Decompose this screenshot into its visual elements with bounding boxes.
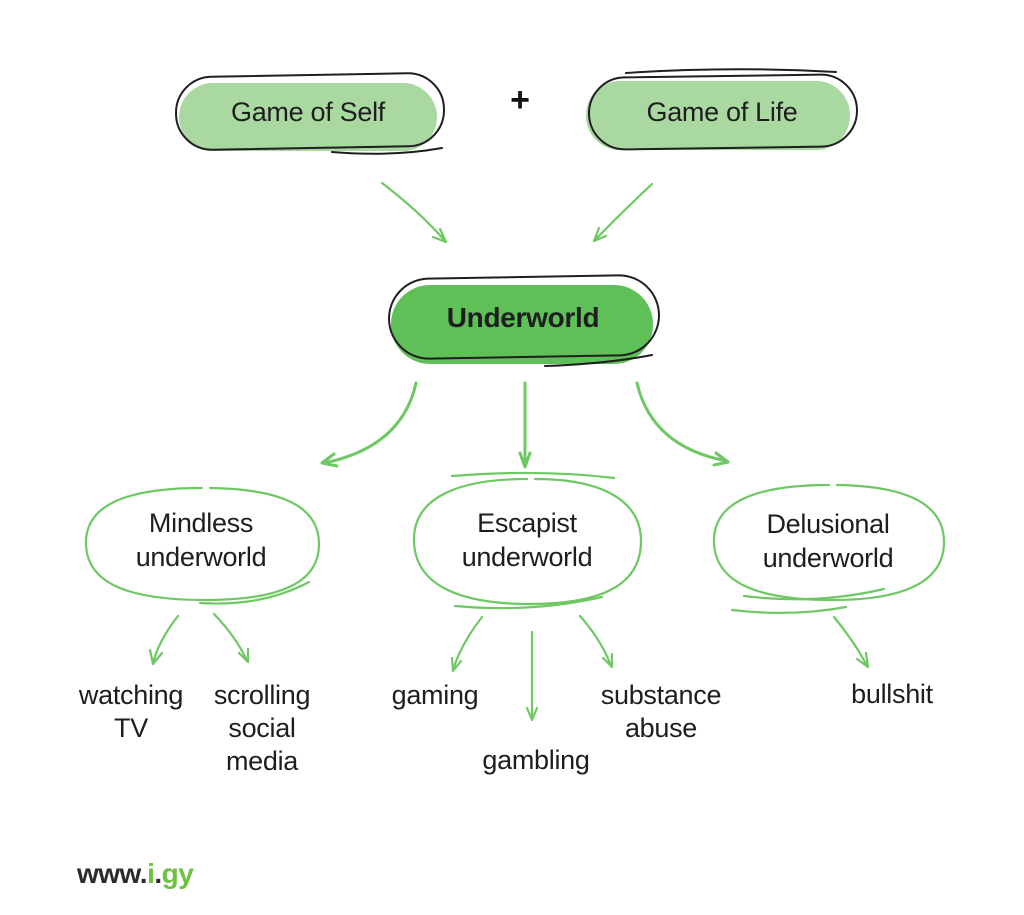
game-of-life-bubble-fill (586, 81, 850, 150)
mindless-bubble-outline (84, 486, 321, 602)
game-of-self-underline-stroke (331, 147, 443, 155)
arrows-top-to-center (380, 181, 654, 244)
plus-sign: + (510, 81, 530, 119)
leaf-gambling: gambling (482, 745, 590, 775)
game-of-life-bubble (586, 68, 858, 151)
arrow-to-gaming (451, 615, 484, 672)
delusional-bubble-swoosh (742, 587, 886, 601)
arrow-to-scrolling-head (237, 647, 250, 664)
underworld-bubble (388, 274, 660, 367)
arrow-to-mindless-head (320, 452, 339, 468)
arrow-to-mindless (322, 381, 418, 465)
arrow-life-to-underworld-head (592, 226, 608, 243)
escapist-bubble-swoosh (453, 595, 604, 610)
leaf-scrolling-social-media: scrolling social media (213, 680, 311, 776)
leaf-bullshit: bullshit (851, 679, 933, 709)
arrow-to-scrolling (212, 612, 249, 663)
node-mindless-underworld: Mindless underworld (135, 508, 267, 572)
arrow-to-delusional (635, 381, 729, 463)
underworld-bubble-outline (388, 274, 660, 360)
leaf-gaming: gaming (391, 680, 479, 710)
leaf-watching-tv: watching TV (78, 680, 184, 743)
delusional-bubble-swoosh-2 (730, 605, 848, 614)
game-of-life-bubble-outline (588, 73, 858, 151)
node-game-of-life: Game of Life (646, 97, 798, 127)
node-underworld: Underworld (446, 302, 600, 333)
branch-bubbles (84, 471, 946, 614)
node-game-of-self: Game of Self (231, 97, 385, 127)
escapist-bubble-top-swoosh (450, 471, 616, 480)
watermark-www: www. (77, 858, 148, 889)
watermark-i: i (147, 858, 155, 889)
game-of-self-bubble-fill (179, 83, 437, 151)
arrow-to-gaming-head (450, 656, 463, 673)
arrow-to-escapist-head (518, 451, 532, 469)
arrow-to-bullshit (832, 615, 869, 668)
arrow-to-substance-head (601, 652, 614, 669)
arrows-center-to-branches (320, 381, 730, 469)
arrow-to-gambling-head (525, 706, 539, 722)
watermark-gy: gy (161, 858, 194, 889)
node-delusional-underworld: Delusional underworld (762, 509, 894, 573)
game-of-life-overline-stroke (625, 68, 837, 74)
node-escapist-underworld: Escapist underworld (461, 508, 593, 572)
watermark-dot: . (154, 858, 162, 889)
arrow-to-substance (578, 614, 613, 668)
game-of-self-bubble (175, 72, 446, 155)
arrow-to-watching-tv-head (148, 648, 164, 666)
underworld-bubble-fill (391, 285, 653, 364)
arrows-branches-to-leaves (148, 612, 870, 722)
leaf-substance-abuse: substance abuse (600, 680, 722, 743)
arrow-to-bullshit-head (855, 651, 870, 669)
watermark: www.i.gy (77, 858, 194, 890)
arrow-to-delusional-head (712, 451, 730, 467)
mindless-bubble-swoosh (198, 580, 311, 605)
arrow-life-to-underworld (592, 182, 654, 243)
underworld-underline-stroke (544, 354, 653, 367)
arrow-to-watching-tv (151, 614, 180, 665)
arrow-self-to-underworld-head (431, 227, 448, 244)
arrow-self-to-underworld (380, 181, 448, 244)
escapist-bubble-outline (412, 477, 643, 606)
delusional-bubble-outline (712, 483, 946, 602)
game-of-self-bubble-outline (175, 72, 446, 151)
